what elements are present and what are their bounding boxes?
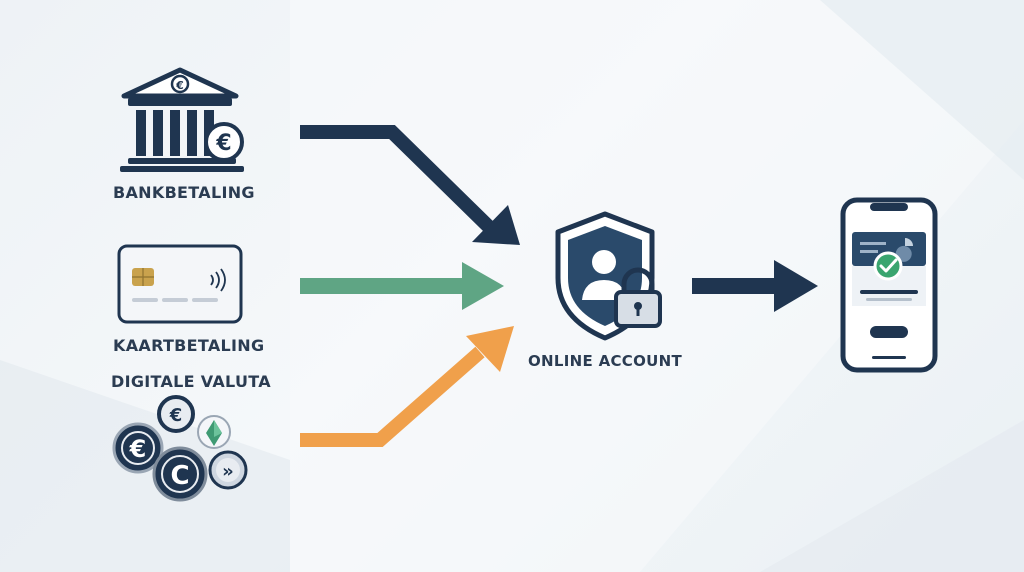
source-label-card: KAARTBETALING: [113, 336, 265, 355]
source-label-crypto: DIGITALE VALUTA: [111, 372, 271, 391]
hub-label: ONLINE ACCOUNT: [528, 352, 683, 370]
source-label-bank: BANKBETALING: [113, 183, 255, 202]
